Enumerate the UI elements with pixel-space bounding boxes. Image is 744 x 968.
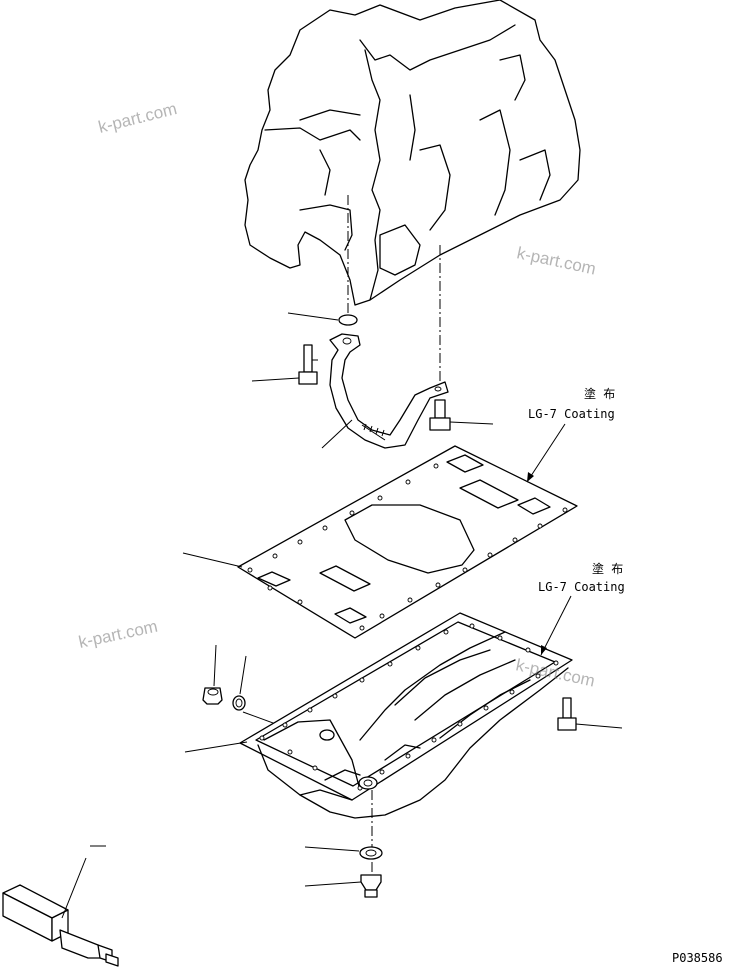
leader-line [526, 423, 566, 483]
arrowhead [527, 472, 534, 482]
leader-line [239, 655, 247, 695]
leader-line [213, 644, 217, 687]
arrowhead [541, 645, 547, 655]
leader-line [182, 552, 243, 568]
drain-tool [2, 884, 119, 967]
bolt [298, 344, 318, 385]
callout-jp-gasket: 塗 布 [584, 386, 615, 401]
oil-pan-gasket [237, 445, 578, 639]
suction-tube [304, 333, 449, 449]
callout-en-gasket: LG-7 Coating [528, 407, 615, 421]
bolt [429, 399, 451, 431]
leader-line [61, 857, 87, 919]
engine-block [244, 0, 581, 306]
leader-line [575, 723, 623, 729]
leader-line [540, 595, 572, 656]
drain-plug [202, 687, 223, 705]
leader-line [321, 419, 353, 449]
bolt [557, 697, 577, 731]
leader-line [184, 741, 248, 753]
callout-en-oil-pan: LG-7 Coating [538, 580, 625, 594]
leader-line [304, 846, 360, 852]
drain-plug [360, 874, 382, 898]
watermark: k-part.com [96, 99, 179, 137]
leader-line [251, 377, 300, 382]
leader-line [287, 312, 339, 321]
leader-line [449, 421, 494, 425]
gasket-washer [359, 846, 383, 860]
o-ring [338, 314, 358, 326]
watermark: k-part.com [77, 617, 159, 652]
leader-line [304, 881, 362, 887]
figure-code: P038586 [672, 951, 723, 965]
watermark: k-part.com [515, 243, 597, 278]
oil-pan [239, 612, 573, 819]
callout-jp-oil-pan: 塗 布 [592, 561, 623, 576]
